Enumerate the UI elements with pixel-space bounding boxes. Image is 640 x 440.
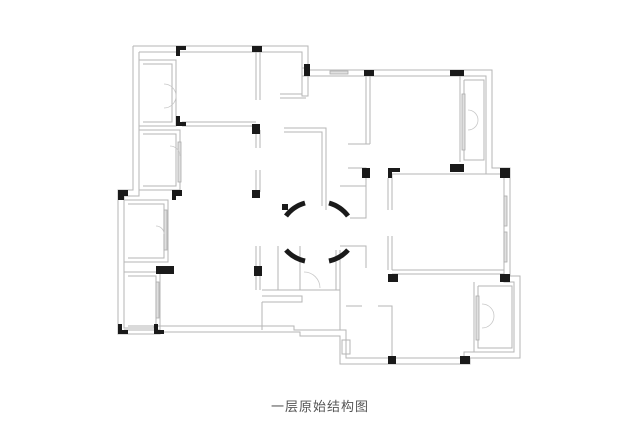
- structural-columns: [118, 46, 510, 364]
- interior-walls: [124, 52, 513, 358]
- doors: [155, 83, 495, 329]
- rotunda-arcs: [284, 200, 350, 264]
- windows: [155, 70, 508, 341]
- drawing-caption: 一层原始结构图: [270, 400, 369, 415]
